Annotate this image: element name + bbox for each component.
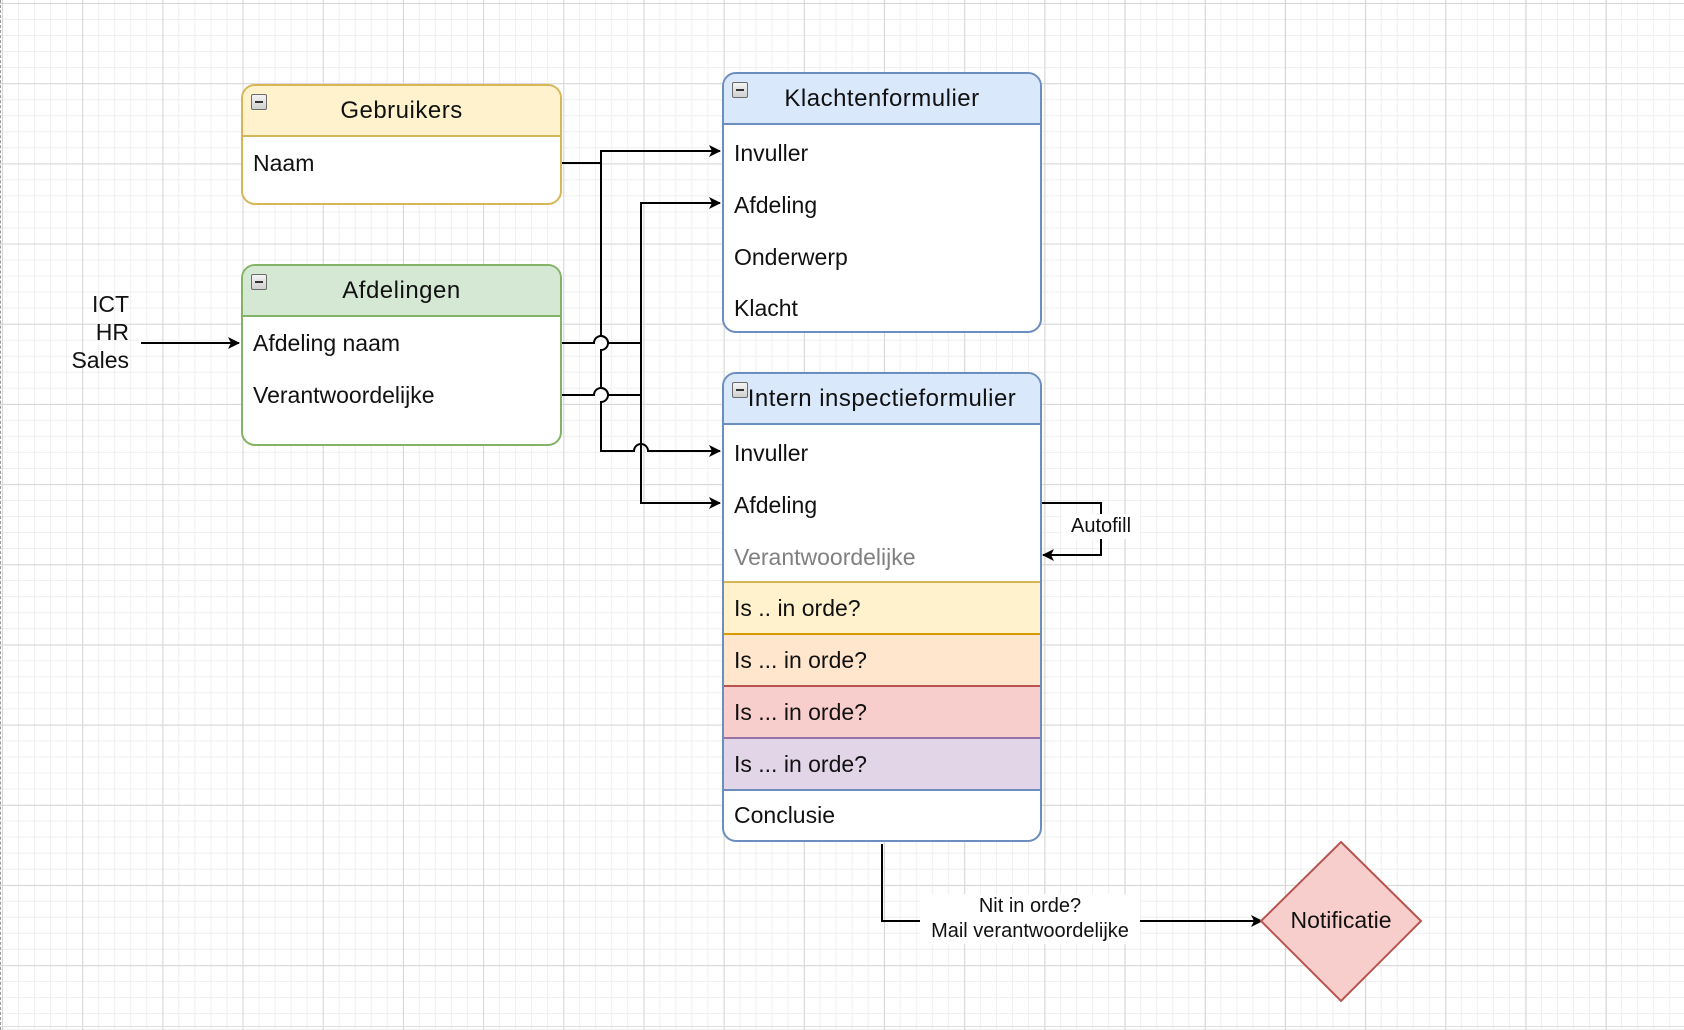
edge-afdeling-to-intern-afdeling[interactable] bbox=[640, 343, 721, 509]
field-invuller[interactable]: Invuller bbox=[724, 427, 1040, 479]
field-label: Afdeling naam bbox=[253, 329, 401, 356]
collapse-icon[interactable] bbox=[251, 94, 267, 110]
canvas-left-border bbox=[0, 0, 1, 1030]
source-value-sales: Sales bbox=[71, 347, 129, 373]
field-onderwerp[interactable]: Onderwerp bbox=[724, 231, 1040, 283]
check-row-3[interactable]: Is ... in orde? bbox=[724, 685, 1040, 737]
notification-diamond[interactable] bbox=[1259, 840, 1423, 1003]
notification-label: Notificatie bbox=[1290, 907, 1392, 933]
decision-label: Nit in orde? Mail verantwoordelijke bbox=[920, 894, 1140, 944]
field-conclusie[interactable]: Conclusie bbox=[724, 789, 1040, 840]
table-intern-title: Intern inspectieformulier bbox=[747, 384, 1017, 412]
field-label: Verantwoordelijke bbox=[734, 543, 916, 570]
collapse-icon[interactable] bbox=[732, 82, 748, 98]
check-label: Is ... in orde? bbox=[734, 646, 867, 673]
field-verantwoordelijke[interactable]: Verantwoordelijke bbox=[724, 531, 1040, 583]
field-invuller[interactable]: Invuller bbox=[724, 127, 1040, 179]
field-label: Afdeling bbox=[734, 191, 818, 218]
field-afdeling[interactable]: Afdeling bbox=[724, 479, 1040, 531]
field-klacht[interactable]: Klacht bbox=[724, 283, 1040, 331]
field-label: Klacht bbox=[734, 294, 798, 321]
table-afdelingen-title: Afdelingen bbox=[342, 276, 461, 304]
table-klachtenformulier-title: Klachtenformulier bbox=[784, 84, 980, 112]
edge-verantwoordelijke-to-afdeling-bus[interactable] bbox=[561, 387, 641, 396]
check-label: Is ... in orde? bbox=[734, 698, 867, 725]
field-label: Naam bbox=[253, 149, 315, 176]
field-label: Invuller bbox=[734, 439, 809, 466]
decision-label-line-2: Mail verantwoordelijke bbox=[931, 920, 1129, 942]
table-gebruikers-header[interactable]: Gebruikers bbox=[243, 86, 560, 137]
field-afdeling-naam[interactable]: Afdeling naam bbox=[243, 317, 560, 369]
edge-naam-to-klacht-invuller[interactable] bbox=[561, 145, 721, 164]
edge-afdeling-to-klacht-afdeling[interactable] bbox=[561, 197, 721, 344]
autofill-label: Autofill bbox=[1062, 514, 1140, 539]
collapse-icon[interactable] bbox=[732, 382, 748, 398]
table-afdelingen[interactable]: Afdelingen Afdeling naam Verantwoordelij… bbox=[241, 264, 562, 446]
table-intern-header[interactable]: Intern inspectieformulier bbox=[724, 374, 1040, 425]
edge-naam-to-intern-invuller[interactable] bbox=[600, 163, 721, 457]
field-label: Afdeling bbox=[734, 491, 818, 518]
field-afdeling[interactable]: Afdeling bbox=[724, 179, 1040, 231]
table-gebruikers-title: Gebruikers bbox=[340, 96, 463, 124]
check-row-4[interactable]: Is ... in orde? bbox=[724, 737, 1040, 789]
field-label: Onderwerp bbox=[734, 243, 848, 270]
field-label: Invuller bbox=[734, 139, 809, 166]
check-row-1[interactable]: Is .. in orde? bbox=[724, 581, 1040, 633]
table-afdelingen-header[interactable]: Afdelingen bbox=[243, 266, 560, 317]
collapse-icon[interactable] bbox=[251, 274, 267, 290]
table-gebruikers[interactable]: Gebruikers Naam bbox=[241, 84, 562, 205]
field-label: Verantwoordelijke bbox=[253, 381, 435, 408]
field-label: Conclusie bbox=[734, 802, 835, 828]
check-row-2[interactable]: Is ... in orde? bbox=[724, 633, 1040, 685]
table-intern-inspectieformulier[interactable]: Intern inspectieformulier Invuller Afdel… bbox=[722, 372, 1042, 842]
check-label: Is .. in orde? bbox=[734, 594, 861, 621]
canvas-bottom-border bbox=[0, 1026, 1684, 1027]
field-verantwoordelijke[interactable]: Verantwoordelijke bbox=[243, 369, 560, 421]
table-klachtenformulier[interactable]: Klachtenformulier Invuller Afdeling Onde… bbox=[722, 72, 1042, 333]
check-label: Is ... in orde? bbox=[734, 750, 867, 777]
source-value-ict: ICT bbox=[91, 291, 129, 317]
table-klachtenformulier-header[interactable]: Klachtenformulier bbox=[724, 74, 1040, 125]
field-naam[interactable]: Naam bbox=[243, 137, 560, 189]
source-value-hr: HR bbox=[95, 319, 129, 345]
decision-label-line-1: Nit in orde? bbox=[978, 895, 1082, 917]
source-values-label: ICT HR Sales bbox=[60, 290, 129, 374]
